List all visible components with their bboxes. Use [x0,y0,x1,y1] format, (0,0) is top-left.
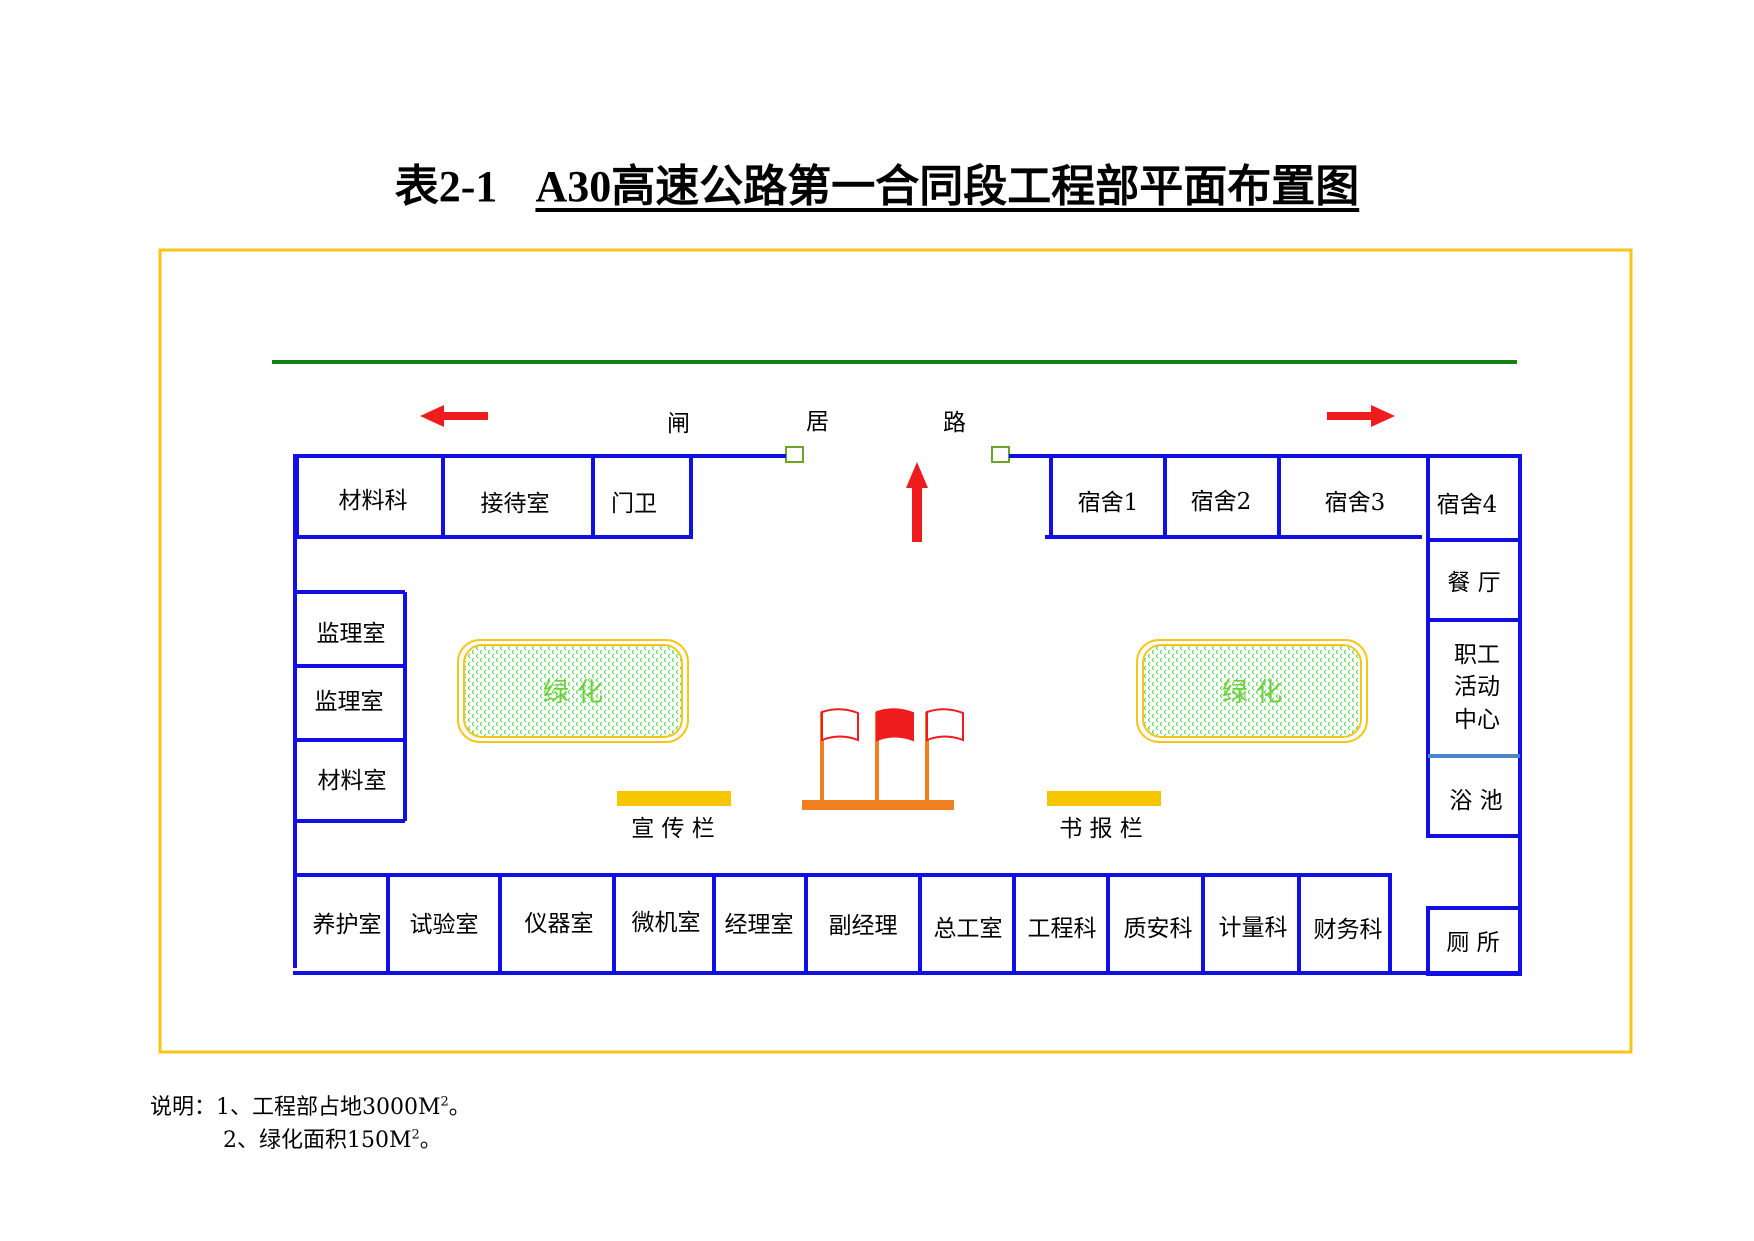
greening-area-left: 绿 化 [457,639,689,743]
gate-post-left [785,446,804,463]
note-line-2-sup: 2 [411,1127,420,1143]
room-dorm-4: 宿舍4 [1437,492,1498,518]
arrow-up-icon [906,462,928,542]
room-dorm-2: 宿舍2 [1191,489,1252,515]
road-char-1: 闸 [667,411,690,437]
room-canteen: 餐 厅 [1447,570,1500,596]
greening-label-right: 绿 化 [1222,678,1282,708]
flag-left-icon [821,708,859,742]
arrow-left-icon [420,405,488,427]
flag-center-icon [876,708,914,742]
note-line-2-text: 2、绿化面积150M [223,1128,412,1153]
building-walls [293,454,1522,976]
greening-label-left: 绿 化 [543,678,603,708]
reading-board-label: 书 报 栏 [1059,816,1143,842]
room-laboratory: 试验室 [410,912,479,938]
room-deputy-manager: 副经理 [829,913,898,939]
room-quality-safety: 质安科 [1124,916,1193,942]
note-line-1: 说明：1、工程部占地3000M2。 [150,1089,471,1121]
room-activity-line-2: 活动 [1454,674,1500,700]
flag-right-icon [926,708,964,742]
room-dorm-1: 宿舍1 [1078,490,1139,516]
note-line-1-sup: 2 [440,1094,449,1110]
reading-board [1047,791,1161,806]
road-char-2: 居 [806,409,829,435]
room-instruments: 仪器室 [525,911,594,937]
room-engineering: 工程科 [1028,916,1097,942]
page-title: 表2-1 A30高速公路第一合同段工程部平面布置图 [0,150,1754,214]
gate-post-right [991,446,1010,463]
publicity-board [617,791,731,806]
room-maintenance: 养护室 [313,912,382,938]
room-supervision-2: 监理室 [315,689,384,715]
room-materials-dept: 材料科 [339,488,408,514]
title-code: 表2-1 [394,162,498,211]
note-line-2-end: 。 [419,1128,442,1153]
road-char-3: 路 [943,410,966,436]
note-line-1-text: 说明：1、工程部占地3000M [150,1095,441,1120]
publicity-board-label: 宣 传 栏 [631,816,715,842]
room-activity-line-3: 中心 [1454,707,1500,733]
room-dorm-3: 宿舍3 [1325,490,1386,516]
room-material-storage: 材料室 [318,768,387,794]
room-manager: 经理室 [725,912,794,938]
greening-area-right: 绿 化 [1136,639,1368,743]
room-supervision-1: 监理室 [317,621,386,647]
room-guard: 门卫 [611,491,657,517]
arrow-right-icon [1327,405,1395,427]
title-main: A30高速公路第一合同段工程部平面布置图 [535,162,1360,211]
room-chief-engineer: 总工室 [934,916,1003,942]
room-finance: 财务科 [1314,917,1383,943]
room-reception: 接待室 [481,491,550,517]
room-activity-line-1: 职工 [1454,642,1500,668]
room-computer: 微机室 [632,910,701,936]
site-boundary [158,248,1633,1054]
room-metrology: 计量科 [1219,915,1288,941]
note-line-2: 2、绿化面积150M2。 [223,1122,442,1154]
note-line-1-end: 。 [448,1095,471,1120]
room-toilet: 厕 所 [1446,930,1499,956]
room-bathhouse: 浴 池 [1449,788,1502,814]
